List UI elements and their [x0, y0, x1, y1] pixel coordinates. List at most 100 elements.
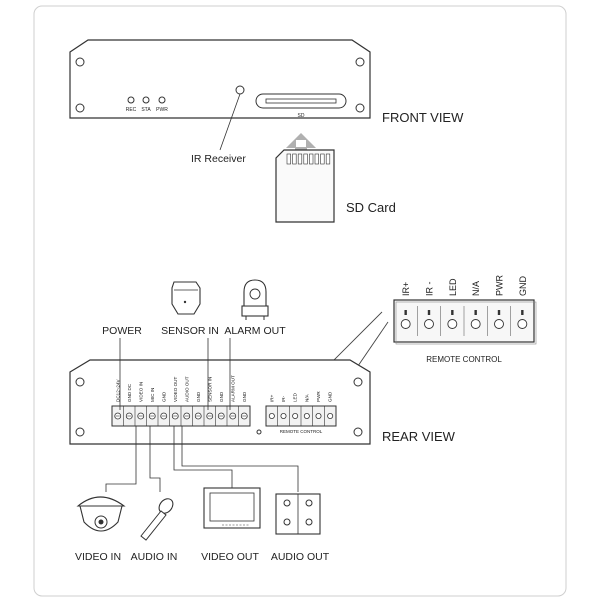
audio-out-label: AUDIO OUT — [271, 551, 330, 563]
remote-small-screw — [280, 412, 287, 419]
speaker-jack — [305, 499, 313, 507]
led-rec-label: REC — [126, 107, 137, 113]
zoom-pin-slot — [427, 310, 431, 315]
led-pwr — [158, 96, 166, 104]
zoom-pin-slot — [404, 310, 407, 315]
speaker-jack — [305, 518, 313, 526]
screw-hole — [355, 57, 365, 67]
remote-small-screw — [327, 412, 334, 419]
zoom-pin-label: IR - — [425, 281, 435, 296]
screw-hole — [353, 427, 363, 437]
screw-hole — [355, 103, 365, 113]
sensor-icon — [171, 281, 201, 315]
screw-hole — [75, 57, 85, 67]
remote-small-pin-label: IR+ — [269, 394, 274, 402]
screw-hole — [75, 427, 85, 437]
zoom-pin-screw — [447, 319, 458, 329]
sd-card-label: SD Card — [346, 200, 396, 215]
video-in-label: VIDEO IN — [75, 551, 121, 563]
led-sta-label: STA — [141, 107, 151, 113]
sd-contact — [320, 153, 325, 165]
sd-slot-bezel — [255, 93, 347, 109]
terminal-pins — [111, 406, 248, 426]
alarm-siren-icon — [243, 279, 267, 307]
video-in-wire — [105, 426, 137, 492]
zoom-pin-slot — [451, 310, 454, 315]
video-out-wire — [173, 426, 233, 488]
dome-camera-body — [79, 505, 123, 532]
zoom-pin-label: PWR — [495, 275, 505, 296]
terminal-label: DC12~24V — [115, 378, 120, 402]
screw-hole — [353, 377, 363, 387]
bottom-wires — [105, 426, 299, 492]
remote-small-pin-label: LED — [293, 392, 298, 402]
alarm-out-label: ALARM OUT — [224, 325, 286, 337]
front-panel-outline — [69, 39, 371, 119]
sd-card-contacts — [286, 153, 331, 165]
zoom-pin-slot — [497, 310, 501, 315]
screw-hole — [75, 103, 85, 113]
terminal-label: GND — [242, 391, 247, 402]
terminal-label: SENSOR IN — [207, 377, 212, 402]
terminal-label: MIC IN — [150, 388, 155, 402]
zoom-pin-screw — [494, 319, 504, 329]
sd-contact — [303, 153, 308, 165]
top-devices-group: POWER SENSOR IN ALARM OUT — [102, 279, 286, 410]
sd-slot-label: SD — [298, 113, 305, 119]
terminal-label: VIDEO OUT — [173, 377, 178, 402]
terminal-labels: DC12~24V GND DC VIDEO IN MIC IN GND VIDEO OUT… — [115, 375, 247, 402]
zoom-pin-screw — [470, 319, 481, 329]
audio-out-wire — [181, 426, 299, 492]
remote-small-pin-label: IR- — [281, 395, 286, 402]
dome-camera-icon — [76, 496, 126, 507]
remote-zoom-label: REMOTE CONTROL — [426, 355, 502, 364]
zoom-pins — [400, 306, 528, 336]
sensor-icon-dot — [183, 300, 187, 304]
screw-hole — [75, 377, 85, 387]
speaker-jack — [283, 518, 291, 526]
zoom-pin-label: N/A — [471, 281, 481, 296]
zoom-pin-screw — [424, 319, 434, 329]
sd-contact — [292, 153, 297, 165]
power-label: POWER — [102, 325, 142, 337]
insert-arrow-icon — [286, 133, 316, 148]
rear-view-label: REAR VIEW — [382, 429, 456, 444]
remote-small-screw — [292, 412, 299, 419]
sd-contact — [297, 153, 303, 165]
remote-small-screw — [268, 412, 275, 419]
speaker-jack — [283, 499, 291, 507]
sensor-in-label: SENSOR IN — [161, 325, 219, 337]
terminal-label: GND — [219, 391, 224, 402]
zoom-pin-screw — [517, 319, 528, 329]
terminal-label: GND DC — [127, 383, 132, 402]
reset-hole — [256, 429, 262, 435]
zoom-pin-label: LED — [448, 278, 458, 296]
audio-in-wire — [149, 426, 161, 492]
terminal-label: ALARM OUT — [230, 375, 235, 402]
zoom-pin-label: GND — [518, 276, 528, 297]
remote-small-pin-label: PWR — [316, 391, 321, 402]
front-view-group: REC STA PWR SD FRONT VIEW IR Receiver SD… — [69, 39, 464, 223]
sd-contact — [325, 153, 331, 165]
monitor-screen — [209, 492, 255, 522]
alarm-siren-lens — [249, 288, 261, 300]
terminal-label: GND — [161, 391, 166, 402]
remote-small-pin-label: N/A — [304, 393, 309, 402]
video-out-label: VIDEO OUT — [201, 551, 259, 563]
sd-slot — [265, 98, 337, 104]
terminal-label: GND — [196, 391, 201, 402]
terminal-label: AUDIO OUT — [184, 376, 189, 402]
ir-receiver-label: IR Receiver — [191, 153, 246, 165]
remote-small-screw — [303, 412, 310, 419]
sd-contact — [286, 153, 291, 165]
audio-in-label: AUDIO IN — [131, 551, 178, 563]
led-sta — [142, 96, 150, 104]
zoom-pin-screw — [400, 319, 411, 329]
led-rec — [127, 96, 135, 104]
terminal-label: VIDEO IN — [138, 382, 143, 402]
ir-leader-line — [219, 93, 241, 151]
zoom-pin-slot — [474, 310, 477, 315]
